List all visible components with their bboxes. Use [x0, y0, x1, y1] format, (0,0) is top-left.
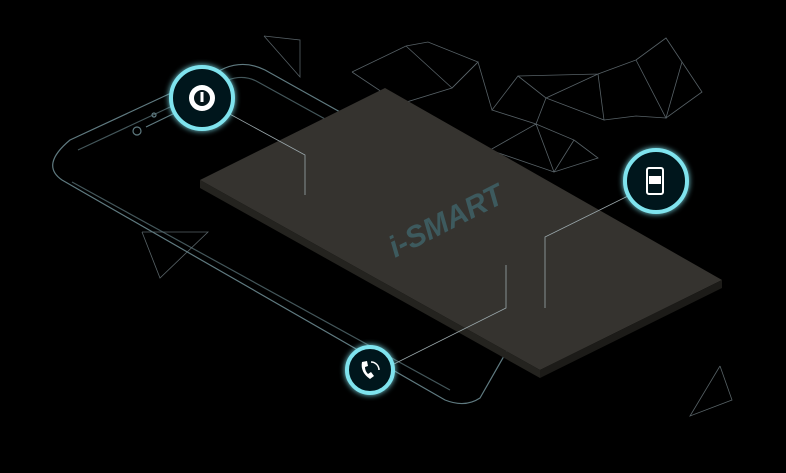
network-decoration: [141, 35, 733, 417]
speedometer-badge: [169, 65, 235, 131]
phone-car-icon: [646, 167, 664, 195]
phone-call-icon: [361, 361, 380, 379]
speedometer-icon: [189, 85, 215, 111]
phone-call-badge: [345, 345, 395, 395]
connector-lines: [225, 111, 631, 365]
chip-board: i-SMART: [200, 88, 722, 378]
phone-car-badge: [623, 148, 689, 214]
